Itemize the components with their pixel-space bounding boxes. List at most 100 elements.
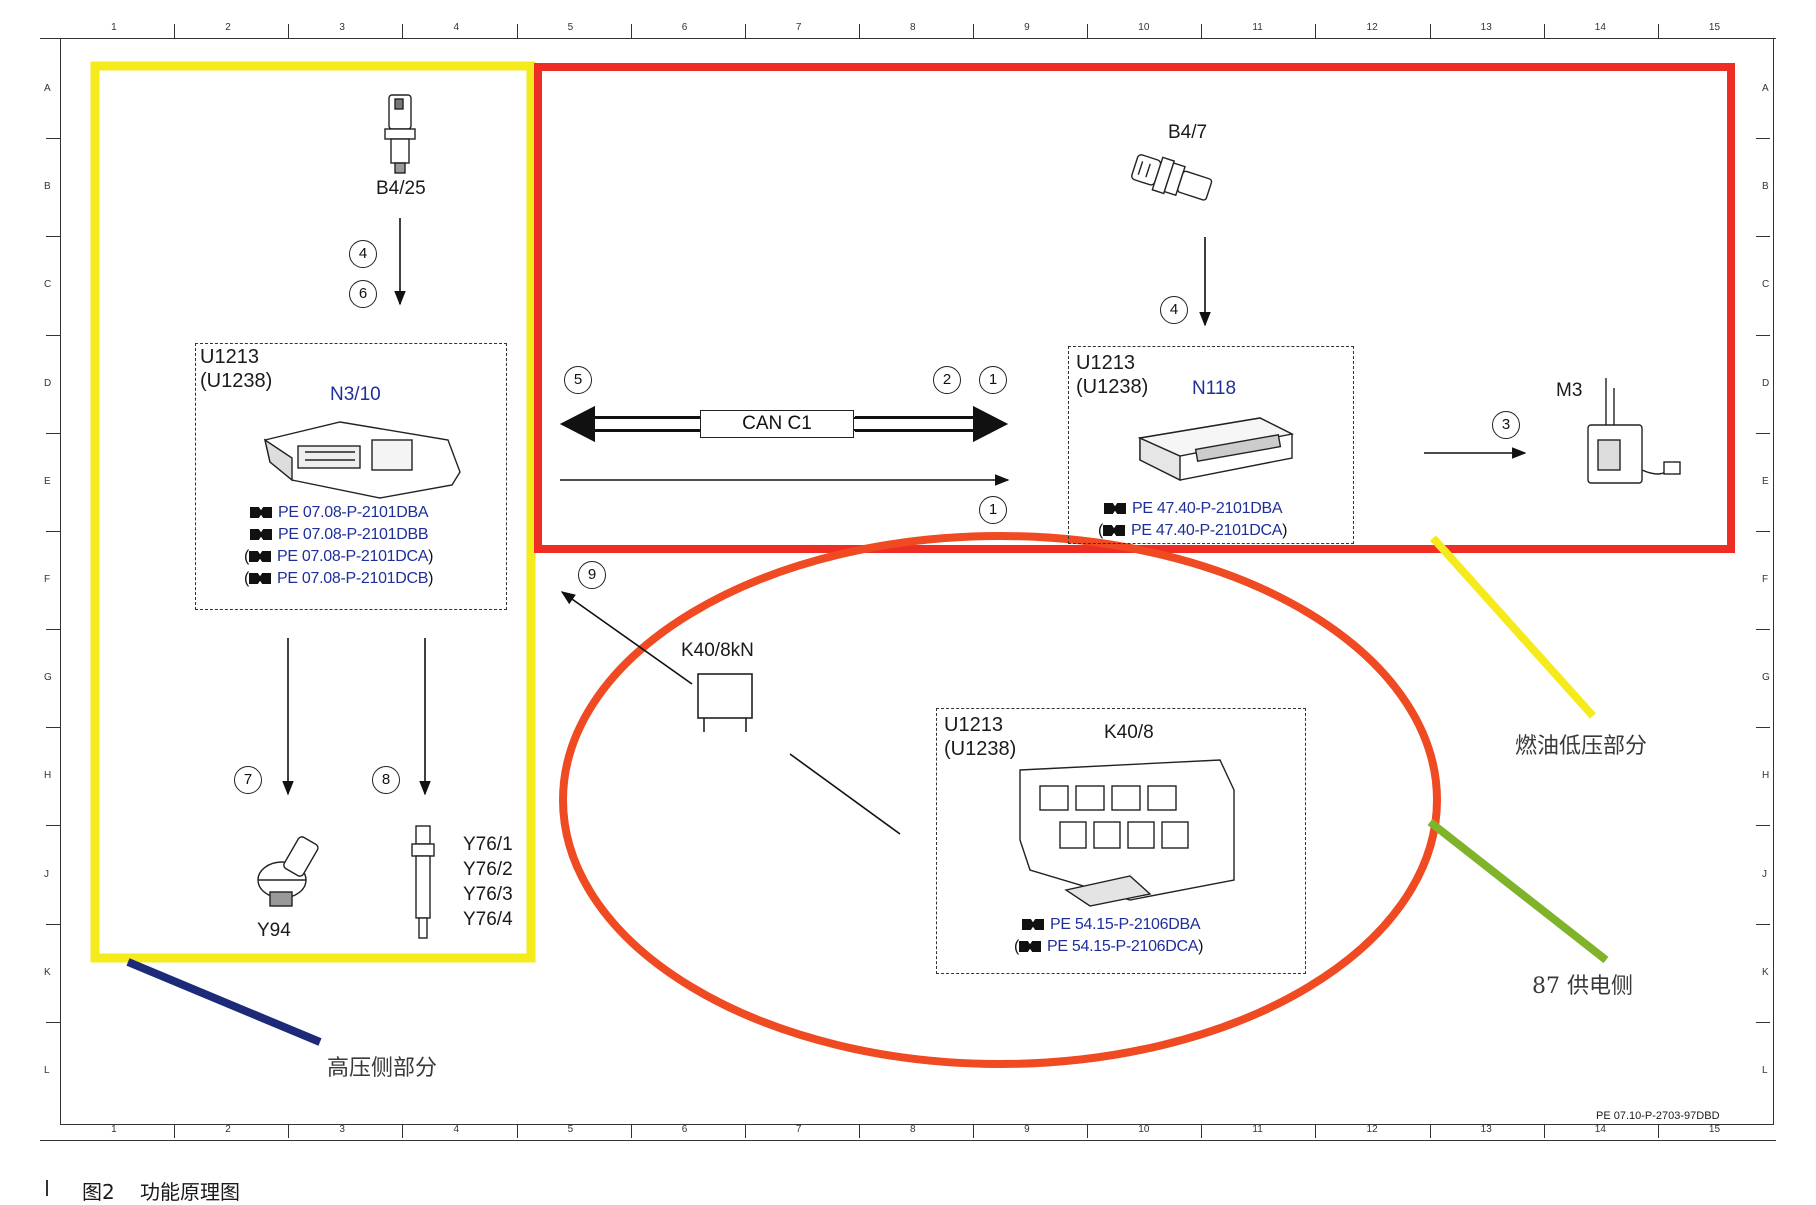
ruler-tick [1756, 530, 1770, 532]
ruler-tick [1756, 334, 1770, 336]
low-pressure-pointer [1430, 535, 1596, 719]
ruler-tick [1756, 727, 1770, 729]
ruler-column-label: 1 [111, 1124, 117, 1135]
ruler-row-label: C [44, 279, 52, 291]
book-icon [1104, 503, 1126, 514]
n3-10-ref-row[interactable]: PE 07.08-P-2101DBB [250, 526, 429, 544]
ruler-bottom-line [40, 1140, 1776, 1141]
line-k40-8-to-k40-8kn [789, 753, 901, 835]
ruler-tick [46, 432, 60, 434]
n3-10-ref-row[interactable]: (PE 07.08-P-2101DCB) [244, 570, 434, 588]
ruler-column-label: 9 [1024, 1124, 1030, 1135]
ruler-column-label: 13 [1480, 1124, 1492, 1135]
ruler-tick [1087, 1124, 1089, 1138]
n3-10-ref-row[interactable]: ( PE 07.08-P-2101DCA) [244, 548, 434, 566]
y76-4-label: Y76/4 [463, 909, 513, 930]
marker-4-right: 4 [1160, 296, 1188, 324]
ref-text: PE 47.40-P-2101DBA [1132, 500, 1283, 517]
caption-title: 功能原理图 [140, 1180, 240, 1204]
ruler-tick [630, 24, 632, 38]
b4-7-label: B4/7 [1168, 122, 1208, 143]
ruler-row-label: G [44, 672, 52, 684]
ref-prefix: ( [1098, 522, 1104, 539]
ref-prefix: ( [244, 548, 250, 565]
k40-8-ref-row[interactable]: PE 54.15-P-2106DBA [1022, 916, 1201, 934]
ruler-tick [1543, 1124, 1545, 1138]
ruler-column-label: 11 [1252, 1124, 1263, 1135]
ruler-row-label: E [1762, 475, 1769, 487]
ruler-column-label: 3 [339, 1124, 345, 1135]
footer-code: PE 07.10-P-2703-97DBD [1596, 1110, 1720, 1122]
ref-prefix: ( [244, 570, 250, 587]
marker-9: 9 [578, 561, 606, 589]
ruler-tick [516, 1124, 518, 1138]
ruler-column-label: 12 [1366, 1124, 1378, 1135]
ruler-column-label: 10 [1138, 22, 1150, 33]
k40-8kn-label: K40/8kN [681, 640, 754, 661]
ruler-column-label: 8 [910, 22, 916, 33]
n3-10-ecu-icon [263, 421, 461, 499]
ruler-tick [1657, 1124, 1659, 1138]
ruler-tick [1087, 24, 1089, 38]
marker-4-left: 4 [349, 240, 377, 268]
ref-suffix: ) [1282, 522, 1288, 539]
ref-text: PE 54.15-P-2106DCA [1047, 938, 1199, 955]
ruler-row-label: J [44, 868, 49, 880]
n118-ref-row[interactable]: (PE 47.40-P-2101DCA) [1098, 522, 1288, 540]
ruler-column-label: 6 [681, 22, 688, 33]
ruler-row-label: J [1762, 868, 1767, 880]
ruler-tick [1657, 24, 1659, 38]
arrow-k40-8kn-to-n3-10 [560, 591, 693, 685]
ruler-column-label: 1 [111, 22, 117, 33]
ref-suffix: ) [428, 548, 434, 565]
ref-suffix: ) [1198, 938, 1204, 955]
book-icon [249, 551, 272, 562]
ruler-tick [46, 236, 60, 238]
k40-8-u1238: (U1238) [944, 738, 1017, 760]
ruler-tick [973, 24, 975, 38]
ruler-tick [1756, 138, 1770, 140]
ruler-tick [1543, 24, 1545, 38]
k40-8kn-relay-icon [697, 673, 753, 732]
ruler-tick [1756, 236, 1770, 238]
ruler-tick [46, 825, 60, 827]
ruler-column-label: 15 [1708, 1124, 1721, 1135]
n118-ref-row[interactable]: PE 47.40-P-2101DBA [1104, 500, 1283, 518]
ruler-row-label: K [44, 966, 51, 978]
ruler-row-label: B [44, 181, 51, 193]
ruler-row-label: C [1762, 279, 1770, 291]
ruler-column-label: 4 [453, 1124, 460, 1135]
n3-10-u1238: (U1238) [200, 370, 273, 392]
ruler-tick [46, 334, 60, 336]
n3-10-ref-row[interactable]: PE 07.08-P-2101DBA [250, 504, 429, 522]
book-icon [250, 529, 272, 540]
ref-text: PE 07.08-P-2101DCA [277, 548, 429, 565]
ref-text: PE 54.15-P-2106DBA [1050, 916, 1201, 933]
ruler-row-label: A [1762, 83, 1769, 95]
ruler-tick [402, 24, 404, 38]
k40-8-box [936, 708, 1306, 974]
ruler-tick [1429, 24, 1431, 38]
n3-10-u1213: U1213 [200, 346, 259, 368]
ruler-column-label: 11 [1252, 22, 1263, 33]
ruler-column-label: 4 [453, 22, 460, 33]
ruler-tick [46, 530, 60, 532]
ruler-tick [288, 1124, 290, 1138]
caption-number: 图2 [82, 1180, 115, 1204]
ruler-row-label: G [1762, 672, 1770, 684]
ruler-tick [46, 727, 60, 729]
ruler-row-label: H [44, 770, 52, 782]
ruler-column-label: 5 [567, 1124, 574, 1135]
marker-6: 6 [349, 280, 377, 308]
ruler-column-label: 6 [681, 1124, 688, 1135]
ruler-tick [1756, 825, 1770, 827]
can-c1-label: CAN C1 [742, 413, 812, 434]
ruler-column-label: 12 [1366, 22, 1378, 33]
k40-8-ref-row[interactable]: (PE 54.15-P-2106DCA) [1014, 938, 1204, 956]
n3-10-name: N3/10 [330, 384, 381, 405]
ruler-row-label: D [1762, 377, 1770, 389]
k40-8-u1213: U1213 [944, 714, 1003, 736]
ruler-tick [402, 1124, 404, 1138]
ref-text: PE 07.08-P-2101DBB [278, 526, 429, 543]
ruler-row-label: K [1762, 966, 1769, 978]
